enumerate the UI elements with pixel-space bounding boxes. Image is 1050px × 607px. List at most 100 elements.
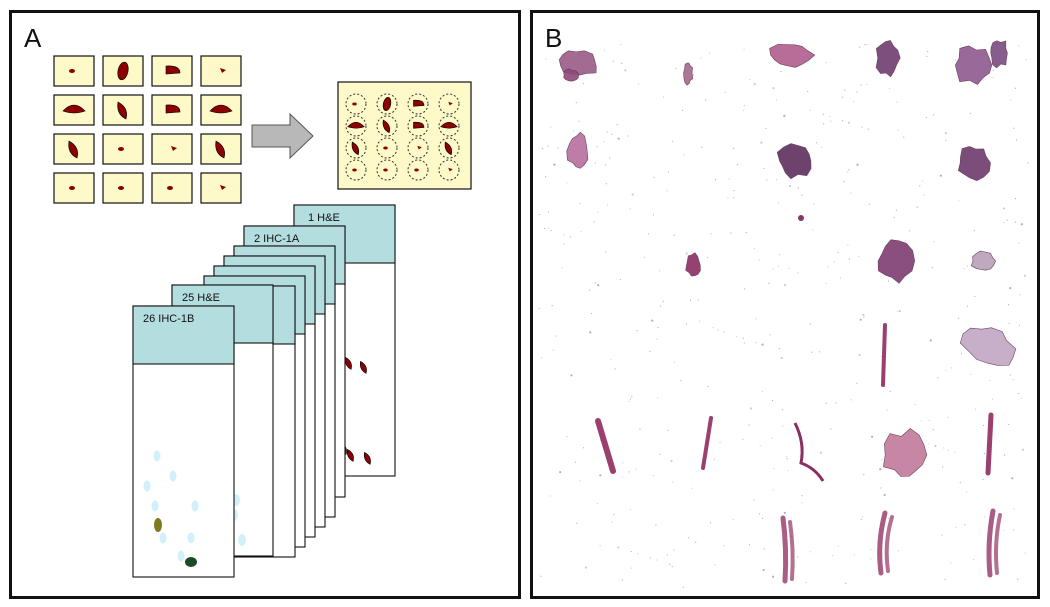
debris-speck bbox=[659, 305, 662, 307]
debris-speck bbox=[833, 261, 836, 263]
debris-speck bbox=[769, 334, 771, 336]
debris-speck bbox=[666, 190, 668, 192]
debris-speck bbox=[862, 313, 865, 316]
tissue-core bbox=[595, 418, 616, 474]
ihc-stained-spot bbox=[238, 534, 246, 546]
debris-speck bbox=[965, 491, 968, 493]
debris-speck bbox=[819, 451, 823, 454]
debris-speck bbox=[675, 67, 677, 69]
debris-speck bbox=[758, 513, 761, 515]
donor-block bbox=[151, 94, 193, 126]
debris-speck bbox=[766, 179, 768, 181]
debris-speck bbox=[613, 514, 615, 516]
debris-speck bbox=[1003, 221, 1005, 224]
ihc-stained-spot bbox=[151, 500, 159, 512]
debris-speck bbox=[723, 545, 725, 547]
debris-speck bbox=[606, 131, 608, 133]
core-hole bbox=[407, 93, 429, 115]
debris-speck bbox=[860, 84, 862, 86]
debris-speck bbox=[809, 551, 811, 553]
donor-block bbox=[200, 172, 242, 204]
donor-block-frame bbox=[102, 55, 144, 87]
ihc-stained-spot bbox=[153, 450, 161, 462]
tissue-sample bbox=[62, 104, 86, 114]
debris-speck bbox=[659, 270, 661, 272]
debris-speck bbox=[575, 102, 577, 104]
tissue-core bbox=[957, 146, 991, 182]
tissue-sample bbox=[352, 168, 357, 172]
debris-speck bbox=[617, 137, 620, 140]
debris-speck bbox=[775, 178, 778, 181]
debris-speck bbox=[944, 578, 946, 581]
debris-speck bbox=[593, 221, 595, 223]
tissue-sample bbox=[346, 448, 354, 462]
debris-speck bbox=[797, 187, 799, 189]
debris-speck bbox=[861, 516, 864, 518]
debris-speck bbox=[762, 568, 765, 572]
debris-speck bbox=[761, 517, 764, 520]
tissue-core bbox=[798, 215, 804, 221]
debris-speck bbox=[708, 52, 711, 54]
debris-speck bbox=[760, 141, 763, 144]
debris-speck bbox=[1027, 162, 1029, 164]
debris-speck bbox=[667, 171, 669, 173]
debris-speck bbox=[841, 120, 844, 122]
debris-speck bbox=[947, 416, 949, 418]
debris-speck bbox=[629, 208, 631, 210]
debris-speck bbox=[582, 447, 585, 449]
debris-speck bbox=[903, 136, 905, 138]
debris-speck bbox=[992, 76, 994, 78]
debris-speck bbox=[569, 236, 572, 238]
debris-speck bbox=[603, 140, 605, 143]
debris-speck bbox=[716, 329, 719, 331]
debris-speck bbox=[827, 266, 829, 268]
tissue-sample bbox=[209, 104, 233, 114]
debris-speck bbox=[597, 211, 599, 213]
debris-speck bbox=[588, 289, 591, 291]
debris-speck bbox=[1014, 221, 1017, 223]
debris-speck bbox=[631, 193, 634, 196]
debris-speck bbox=[1006, 219, 1008, 221]
debris-speck bbox=[897, 129, 899, 131]
debris-speck bbox=[662, 96, 665, 98]
debris-speck bbox=[788, 185, 792, 188]
debris-speck bbox=[621, 579, 624, 581]
debris-speck bbox=[616, 124, 618, 126]
debris-speck bbox=[842, 96, 844, 98]
debris-speck bbox=[780, 70, 782, 72]
debris-speck bbox=[1021, 448, 1025, 451]
debris-speck bbox=[782, 408, 784, 411]
debris-speck bbox=[893, 216, 895, 218]
debris-speck bbox=[589, 331, 592, 334]
debris-speck bbox=[563, 243, 565, 245]
debris-speck bbox=[928, 419, 930, 422]
debris-speck bbox=[763, 167, 765, 169]
debris-speck bbox=[927, 51, 929, 53]
debris-speck bbox=[704, 99, 707, 101]
tissue-core bbox=[793, 422, 825, 482]
debris-speck bbox=[649, 350, 651, 352]
debris-speck bbox=[1018, 324, 1021, 326]
debris-speck bbox=[866, 83, 868, 86]
slide-label: 26 IHC-1B bbox=[143, 313, 194, 325]
debris-speck bbox=[943, 447, 945, 449]
debris-speck bbox=[657, 326, 659, 329]
debris-speck bbox=[652, 475, 655, 477]
debris-speck bbox=[782, 425, 784, 427]
debris-speck bbox=[1018, 242, 1020, 244]
ihc-positive-spot bbox=[154, 518, 162, 532]
donor-block bbox=[102, 172, 144, 204]
debris-speck bbox=[797, 272, 799, 274]
debris-speck bbox=[540, 575, 542, 577]
tissue-sample bbox=[382, 97, 392, 111]
debris-speck bbox=[783, 283, 787, 287]
debris-speck bbox=[544, 227, 546, 230]
tissue-sample bbox=[359, 360, 367, 374]
debris-speck bbox=[547, 227, 550, 229]
debris-speck bbox=[937, 377, 939, 379]
tissue-core bbox=[985, 412, 994, 476]
debris-speck bbox=[1023, 274, 1026, 277]
debris-speck bbox=[1012, 529, 1014, 531]
debris-speck bbox=[825, 61, 827, 64]
debris-speck bbox=[630, 567, 632, 569]
